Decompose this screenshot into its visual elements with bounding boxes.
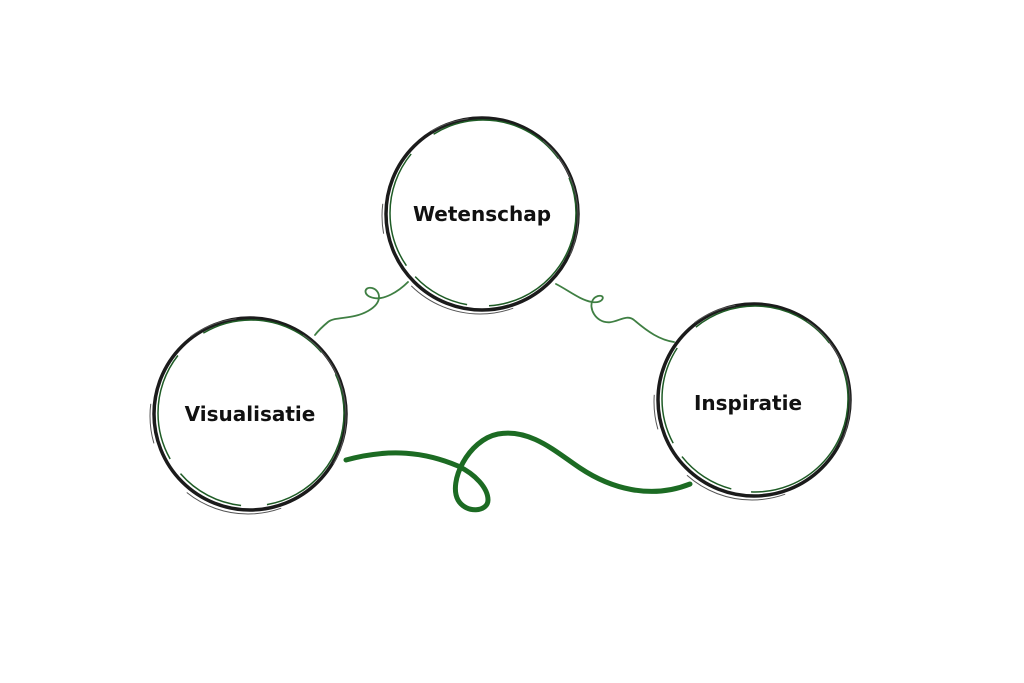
node-ring-stroke xyxy=(381,117,579,315)
node-label-wetenschap: Wetenschap xyxy=(413,202,551,226)
node-ring-stroke xyxy=(661,305,849,493)
node-label-inspiratie: Inspiratie xyxy=(694,391,802,415)
node-label-visualisatie: Visualisatie xyxy=(185,402,316,426)
node-ring-stroke xyxy=(157,319,345,507)
node-visualisatie: Visualisatie xyxy=(149,316,348,515)
connector-visualisatie-inspiratie xyxy=(343,430,693,513)
connector-wetenschap-visualisatie xyxy=(314,281,409,336)
node-wetenschap: Wetenschap xyxy=(381,116,580,315)
node-ring-stroke xyxy=(149,317,347,515)
node-ring-stroke xyxy=(389,119,577,307)
node-ring-stroke xyxy=(653,303,851,501)
connector-wetenschap-inspiratie xyxy=(555,283,675,343)
node-inspiratie: Inspiratie xyxy=(653,302,852,501)
